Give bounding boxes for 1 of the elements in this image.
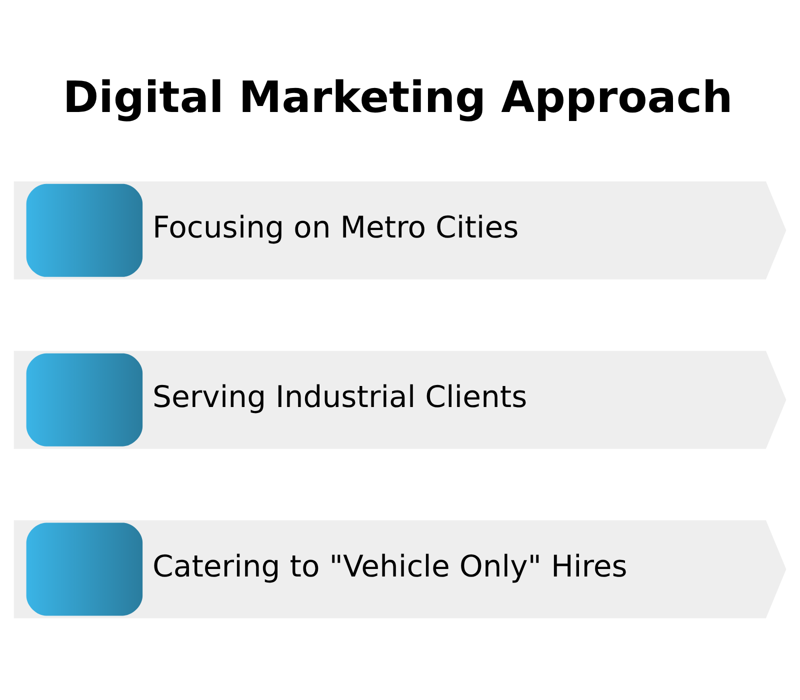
diagram-title: Digital Marketing Approach — [62, 73, 733, 124]
